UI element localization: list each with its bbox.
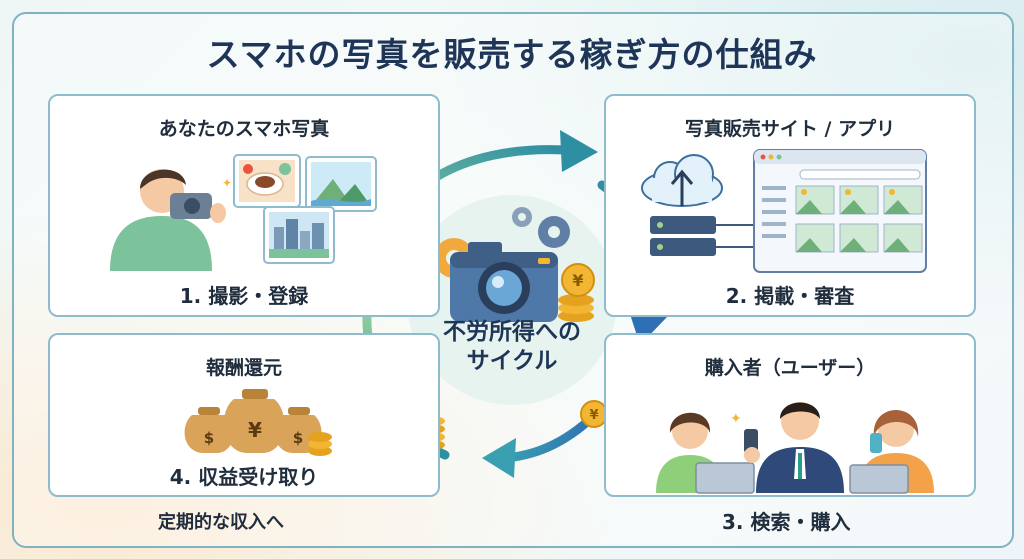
panel-photos-title: あなたのスマホ写真: [158, 118, 330, 140]
svg-text:✦: ✦: [222, 176, 232, 190]
center-illustration: ¥: [407, 195, 617, 405]
phone-icon: [744, 429, 758, 453]
arrow-head-to-site: [560, 130, 598, 172]
laptop-icon: [849, 464, 909, 494]
phone-icon: [870, 433, 882, 453]
step-2-label: 2. 掲載・審査: [725, 284, 855, 308]
gear-icon-small: [512, 207, 570, 248]
money-bags-reward-icon: $ ¥ $: [184, 389, 332, 456]
svg-text:$: $: [293, 429, 303, 447]
photo-landscape-icon: [305, 156, 377, 212]
panel-site-title: 写真販売サイト / アプリ: [684, 118, 896, 140]
panel-photos: あなたのスマホ写真 ✦: [48, 94, 440, 317]
photo-city-icon: [263, 206, 335, 264]
panel-reward: 報酬還元 $ ¥ $ 4. 収益受け取り: [48, 333, 440, 497]
cycle-label-line2: サイクル: [466, 348, 558, 374]
buyer-woman-laptop: ✦: [656, 411, 755, 494]
step-1-label: 1. 撮影・登録: [179, 284, 309, 308]
panel-site: 写真販売サイト / アプリ: [604, 94, 976, 317]
buyer-man-phone: [744, 402, 844, 493]
panel-buyers: 購入者（ユーザー） ✦: [604, 333, 976, 497]
panel-buyers-title: 購入者（ユーザー）: [704, 357, 876, 379]
cloud-upload-icon: [641, 154, 723, 207]
laptop-icon: [695, 462, 755, 494]
buyer-woman-phone: [849, 410, 934, 494]
coin-symbol: ¥: [572, 271, 583, 290]
cycle-label-line1: 不労所得への: [443, 319, 581, 345]
browser-window-icon: [753, 149, 927, 273]
step-4-label: 4. 収益受け取り: [169, 465, 319, 489]
photographer-illustration: ✦: [110, 154, 377, 271]
svg-text:✦: ✦: [730, 411, 742, 427]
yen-coins-stack: ¥: [558, 263, 595, 322]
svg-text:$: $: [204, 429, 214, 447]
cycle-label: 不労所得への サイクル: [412, 318, 612, 376]
server-icon: [650, 216, 754, 256]
svg-text:¥: ¥: [248, 418, 262, 442]
step-3-label: 3. 検索・購入: [722, 510, 851, 534]
svg-text:¥: ¥: [589, 408, 598, 423]
server-website-illustration: [641, 149, 927, 273]
arrow-head-to-reward: [482, 438, 516, 478]
buyers-illustration: ✦: [656, 402, 934, 494]
page-title: スマホの写真を販売する稼ぎ方の仕組み: [206, 35, 818, 74]
photo-food-icon: [233, 154, 301, 208]
camera-icon: [450, 242, 558, 322]
footer-note: 定期的な収入へ: [158, 512, 284, 533]
panel-reward-title: 報酬還元: [205, 357, 282, 379]
